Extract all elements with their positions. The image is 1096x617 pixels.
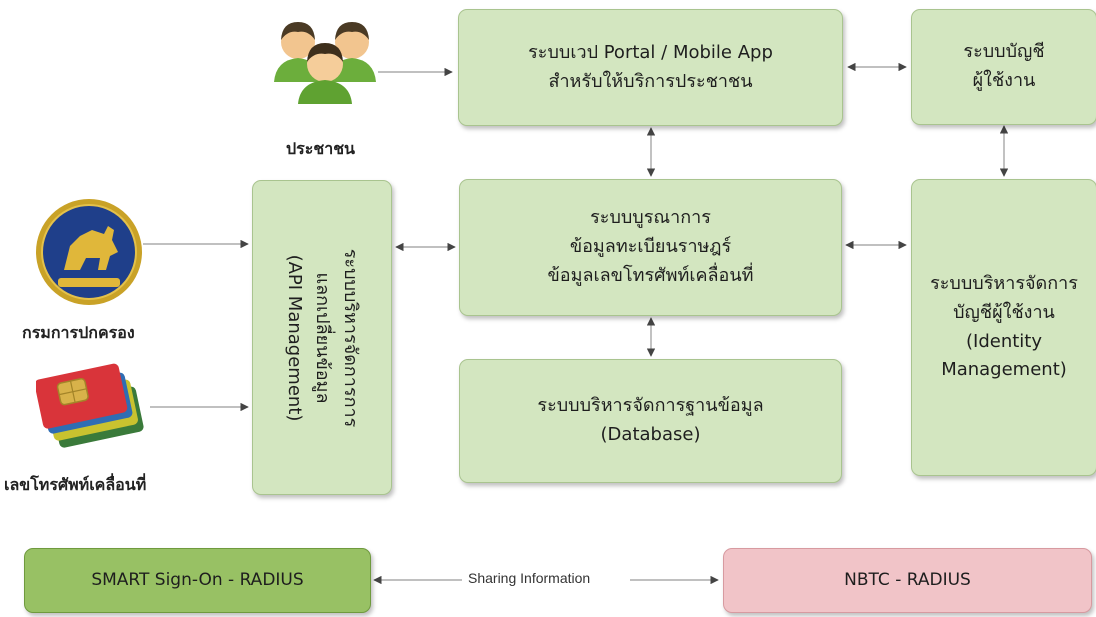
smart-signon-radius-box: SMART Sign-On - RADIUS <box>24 548 371 613</box>
mobile-numbers-label: เลขโทรศัพท์เคลื่อนที่ <box>4 475 147 494</box>
portal-line1: ระบบเวป Portal / Mobile App <box>528 41 773 63</box>
database-line2: (Database) <box>600 424 701 445</box>
integration-line2: ข้อมูลทะเบียนราษฎร์ <box>569 236 732 258</box>
sharing-information-label: Sharing Information <box>468 570 591 586</box>
database-box: ระบบบริหารจัดการฐานข้อมูล (Database) <box>459 359 842 483</box>
identity-line1: ระบบบริหารจัดการ <box>930 272 1078 294</box>
sim-cards-icon <box>36 363 144 448</box>
integration-line1: ระบบบูรณาการ <box>590 207 711 229</box>
account-line2: ผู้ใช้งาน <box>972 70 1036 91</box>
identity-line2: บัญชีผู้ใช้งาน <box>953 301 1055 323</box>
identity-line3: (Identity <box>965 330 1042 352</box>
citizens-label: ประชาชน <box>286 139 355 158</box>
portal-box: ระบบเวป Portal / Mobile App สำหรับให้บริ… <box>458 9 843 126</box>
integration-line3: ข้อมูลเลขโทรศัพท์เคลื่อนที่ <box>547 264 754 286</box>
portal-line2: สำหรับให้บริการประชาชน <box>548 70 753 92</box>
api-line2: แลกเปลี่ยนข้อมูล <box>311 271 333 404</box>
nbtc-label: NBTC - RADIUS <box>844 569 971 590</box>
account-line1: ระบบบัญชี <box>963 41 1045 63</box>
database-line1: ระบบบริหารจัดการฐานข้อมูล <box>537 395 764 417</box>
integration-box: ระบบบูรณาการ ข้อมูลทะเบียนราษฎร์ ข้อมูลเ… <box>459 179 842 316</box>
people-group-icon <box>274 22 376 104</box>
account-box: ระบบบัญชี ผู้ใช้งาน <box>911 9 1096 125</box>
dopa-label: กรมการปกครอง <box>22 323 135 342</box>
api-management-box: ระบบบริหารจัดการการ แลกเปลี่ยนข้อมูล (AP… <box>252 180 392 495</box>
nbtc-radius-box: NBTC - RADIUS <box>723 548 1092 613</box>
api-line3: (API Management) <box>284 254 306 421</box>
identity-line4: Management) <box>941 359 1067 381</box>
department-seal-icon <box>36 199 142 305</box>
identity-management-box: ระบบบริหารจัดการ บัญชีผู้ใช้งาน (Identit… <box>911 179 1096 476</box>
smart-signon-label: SMART Sign-On - RADIUS <box>91 569 304 590</box>
api-line1: ระบบบริหารจัดการการ <box>339 248 361 427</box>
api-management-text: ระบบบริหารจัดการการ แลกเปลี่ยนข้อมูล (AP… <box>280 248 364 427</box>
